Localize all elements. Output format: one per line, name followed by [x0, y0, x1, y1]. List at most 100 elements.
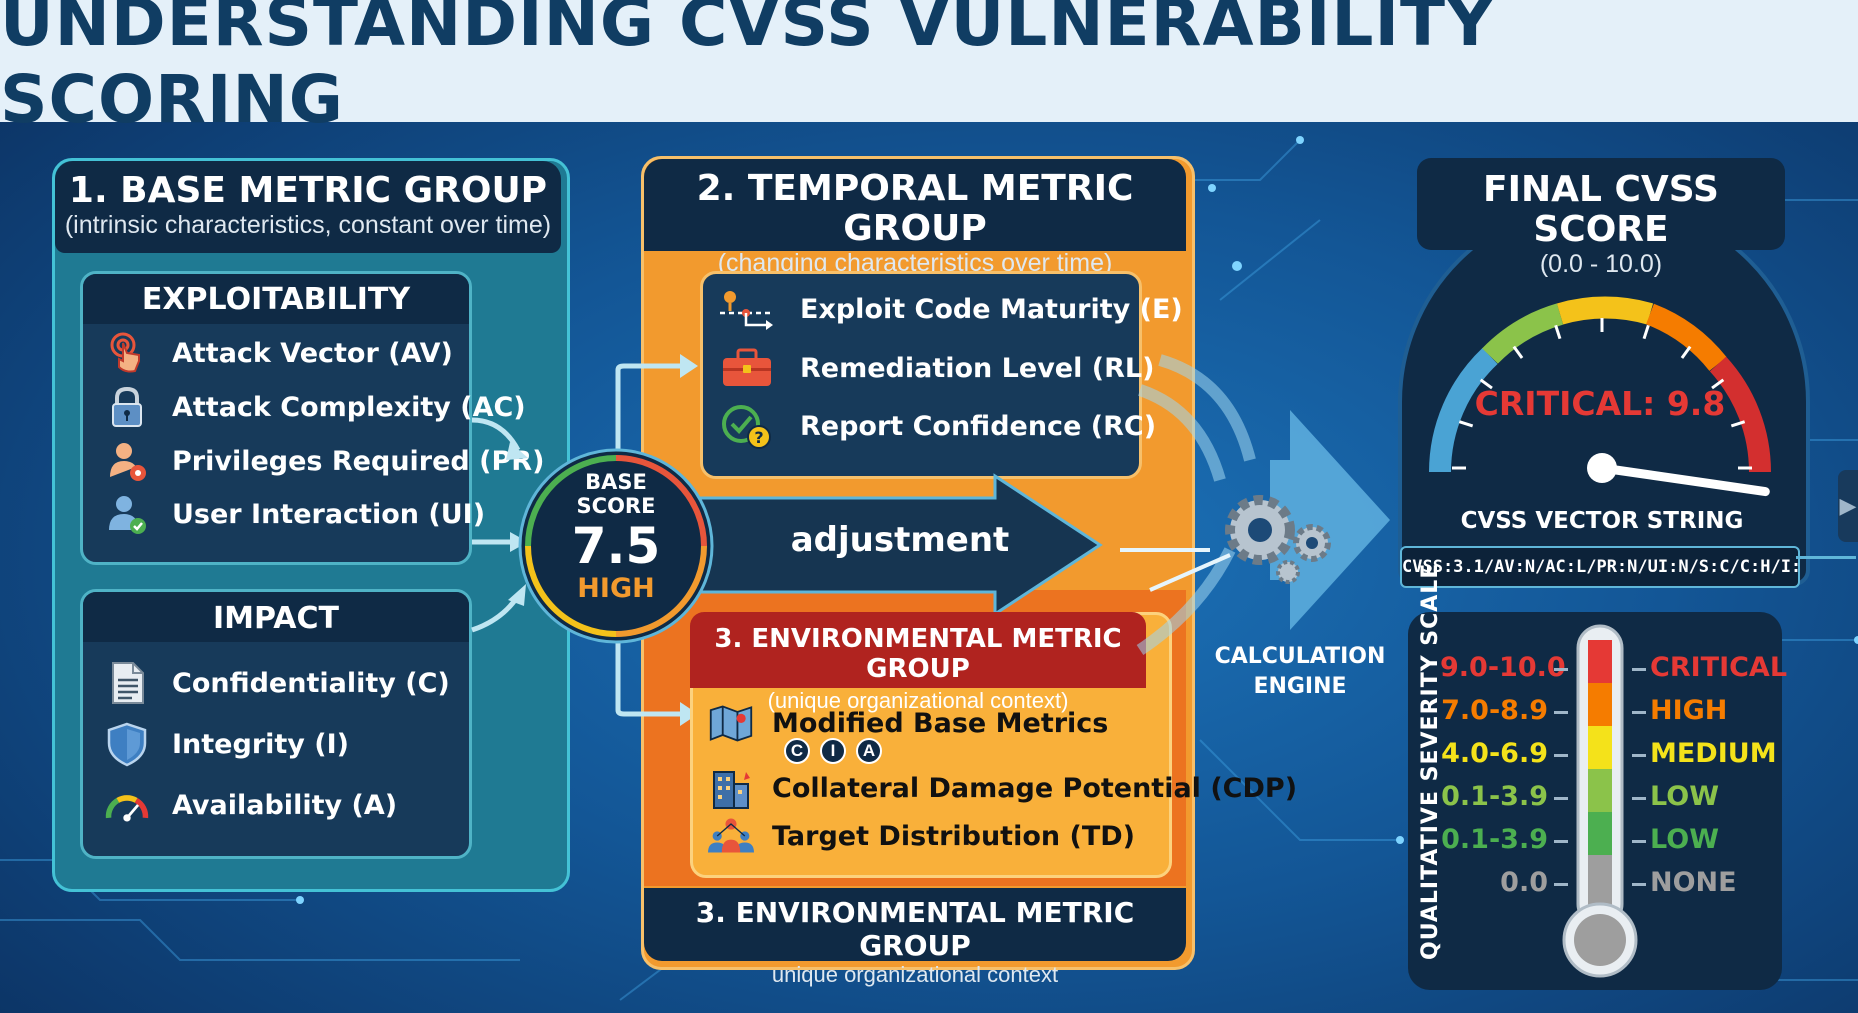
severity-name: CRITICAL: [1650, 652, 1788, 683]
gauge-tick: [1458, 420, 1474, 428]
gauge-tick: [1680, 345, 1692, 359]
title-bar: UNDERSTANDING CVSS VULNERABILITY SCORING: [0, 0, 1858, 138]
flow-arrows: [1120, 354, 1390, 655]
vector-connector-line: [1796, 556, 1856, 559]
severity-range: 7.0-8.9: [1441, 695, 1548, 726]
thermometer-band: [1588, 769, 1612, 812]
calculation-engine-line1: CALCULATION: [1214, 644, 1386, 669]
metric-label: Collateral Damage Potential (CDP): [772, 772, 1298, 804]
metric-integrity: Integrity (I): [104, 721, 349, 767]
user-gear-icon: [104, 438, 150, 484]
score-branch-connectors: [615, 354, 698, 726]
hand-pointer-icon: [104, 330, 150, 376]
base-score-label-2: SCORE: [576, 494, 656, 518]
shield-icon: [104, 721, 150, 767]
map-icon: [708, 700, 754, 746]
base-score-severity: HIGH: [577, 573, 655, 604]
impact-panel: IMPACT: [80, 589, 472, 859]
temporal-group-header: 2. TEMPORAL METRIC GROUP (changing chara…: [644, 159, 1186, 277]
vector-string-box: CVSS:3.1/AV:N/AC:L/PR:N/UI:N/S:C/C:H/I:H…: [1400, 546, 1800, 588]
lock-icon: [104, 384, 150, 430]
vector-string-label: CVSS VECTOR STRING: [1460, 508, 1744, 534]
metric-label: Modified Base Metrics: [772, 707, 1109, 739]
metric-confidentiality: Confidentiality (C): [104, 660, 450, 706]
severity-tick: [1632, 840, 1646, 843]
metric-label: Confidentiality (C): [172, 667, 450, 699]
metric-collateral-damage-potential: Collateral Damage Potential (CDP): [708, 765, 1297, 811]
gauge-tick: [1642, 324, 1650, 340]
metric-target-distribution: Target Distribution (TD): [708, 813, 1135, 859]
base-group-title: 1. BASE METRIC GROUP: [68, 170, 548, 211]
side-panel-toggle[interactable]: ▶: [1838, 470, 1858, 542]
severity-tick: [1632, 668, 1646, 671]
route-icon: [716, 286, 778, 332]
severity-tick: [1554, 711, 1568, 714]
temporal-metrics-card: [700, 271, 1142, 479]
severity-tick: [1554, 754, 1568, 757]
cia-badge-integrity: I: [820, 738, 846, 764]
severity-range: 9.0-10.0: [1440, 652, 1566, 683]
metric-exploit-code-maturity: Exploit Code Maturity (E): [716, 286, 1183, 332]
metric-label: Attack Vector (AV): [172, 337, 453, 369]
cia-badge-availability: A: [856, 738, 882, 764]
metric-label: Privileges Required (PR): [172, 445, 545, 477]
svg-text:?: ?: [754, 428, 763, 447]
chevron-right-icon: ▶: [1839, 493, 1857, 518]
metric-user-interaction: User Interaction (UI): [104, 491, 485, 537]
adjustment-label: adjustment: [790, 520, 1010, 560]
severity-name: NONE: [1650, 867, 1737, 898]
severity-tick: [1554, 668, 1568, 671]
metric-label: Target Distribution (TD): [772, 820, 1136, 852]
severity-name: LOW: [1650, 824, 1719, 855]
final-score-title: FINAL CVSS SCORE: [1483, 169, 1719, 250]
environmental-inner-subtitle: (unique organizational context): [767, 688, 1069, 713]
environmental-inner-title: 3. ENVIRONMENTAL METRIC GROUP: [714, 624, 1122, 684]
base-score-dial: [518, 448, 714, 644]
gauge-tick: [1711, 378, 1725, 390]
document-icon: [104, 660, 150, 706]
severity-tick: [1554, 797, 1568, 800]
thermometer-band: [1588, 726, 1612, 769]
metric-remediation-level: Remediation Level (RL): [716, 345, 1154, 391]
metric-privileges-required: Privileges Required (PR): [104, 438, 544, 484]
calculation-engine-label: CALCULATION ENGINE: [1210, 642, 1390, 702]
metric-label: Remediation Level (RL): [800, 352, 1155, 384]
calculation-engine-line2: ENGINE: [1253, 674, 1347, 699]
gauge-icon: [104, 782, 150, 828]
exploitability-panel: EXPLOITABILITY: [80, 271, 472, 565]
severity-tick: [1632, 797, 1646, 800]
metric-attack-complexity: Attack Complexity (AC): [104, 384, 526, 430]
page-title: UNDERSTANDING CVSS VULNERABILITY SCORING: [0, 0, 1495, 138]
thermometer-band: [1588, 812, 1612, 855]
building-icon: [708, 765, 754, 811]
gauge-hub: [1587, 453, 1617, 483]
final-score-header: FINAL CVSS SCORE (0.0 - 10.0): [1417, 158, 1785, 278]
severity-range: 0.1-3.9: [1441, 824, 1548, 855]
severity-name: LOW: [1650, 781, 1719, 812]
metric-label: Availability (A): [172, 789, 398, 821]
environmental-footer-subtitle: unique organizational context: [771, 962, 1059, 987]
temporal-group-title: 2. TEMPORAL METRIC GROUP: [696, 168, 1134, 249]
people-network-icon: [708, 813, 754, 859]
exploitability-title: EXPLOITABILITY: [83, 274, 469, 324]
metric-label: Exploit Code Maturity (E): [800, 293, 1183, 325]
metric-modified-base-metrics: Modified Base Metrics: [708, 700, 1108, 746]
user-check-icon: [104, 491, 150, 537]
metric-label: User Interaction (UI): [172, 498, 486, 530]
final-score-range: (0.0 - 10.0): [1539, 250, 1663, 278]
cia-badges: C I A: [784, 738, 892, 764]
toolbox-icon: [716, 345, 778, 391]
metric-availability: Availability (A): [104, 782, 397, 828]
base-score-value: 7.5: [571, 517, 661, 575]
severity-tick: [1554, 883, 1568, 886]
adjustment-arrow: [698, 473, 1103, 617]
environmental-group-footer: 3. ENVIRONMENTAL METRIC GROUP unique org…: [644, 888, 1186, 987]
severity-range: 0.0: [1500, 867, 1548, 898]
impact-title: IMPACT: [83, 592, 469, 642]
metric-label: Report Confidence (RC): [800, 410, 1157, 442]
metric-label: Integrity (I): [172, 728, 350, 760]
final-score-gauge: [1429, 296, 1771, 497]
severity-tick: [1632, 754, 1646, 757]
base-score-label-1: BASE: [585, 470, 647, 494]
severity-tick: [1554, 840, 1568, 843]
